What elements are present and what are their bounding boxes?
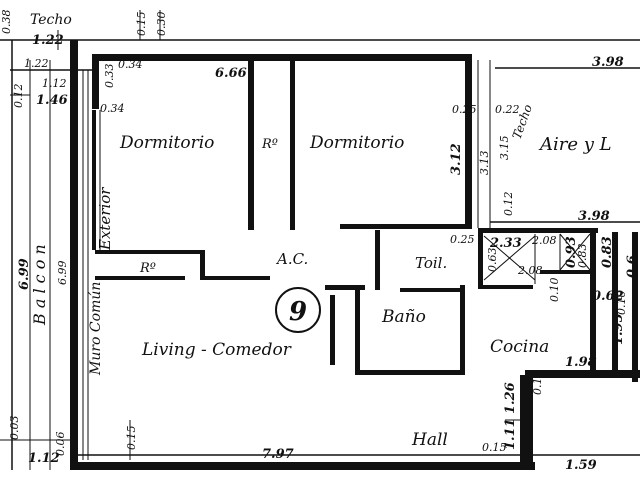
label-muro-comun: Muro Común <box>88 282 104 376</box>
dim-0-30: 0.30 <box>155 12 168 37</box>
walls <box>70 40 640 470</box>
dim-0-12-a: 0.12 <box>502 192 515 217</box>
dim-0-6: 0.6 <box>625 255 640 278</box>
dim-2-08-a: 2.08 <box>531 234 557 247</box>
dimension-texts: 6.66 3.98 3.98 3.12 3.13 3.15 2.33 2.08 … <box>0 10 640 474</box>
dim-0-83-b: 0.83 <box>600 236 615 268</box>
dim-1-95: 1.95 <box>611 313 626 345</box>
room-ac: A.C. <box>275 250 308 268</box>
dim-0-22: 0.22 <box>495 103 520 116</box>
dim-0-12-b: 0.12 <box>12 84 25 109</box>
dim-1-26: 1.26 <box>503 382 518 414</box>
dim-0-34-a: 0.34 <box>118 58 143 71</box>
dim-0-10-b: 0.10 <box>615 291 628 316</box>
dim-6-66: 6.66 <box>215 66 247 81</box>
area-aire-luz: Aire y L <box>538 134 612 155</box>
room-ropero-1: Rº <box>261 137 278 152</box>
dim-1-11: 1.11 <box>503 418 518 450</box>
dim-0-93: 0.93 <box>564 236 579 268</box>
dim-0-15-top: 0.15 <box>135 12 148 37</box>
dim-1-22-top: 1.22 <box>32 33 64 48</box>
dim-1-22-side: 1.22 <box>24 57 49 70</box>
dimension-lines <box>0 10 640 470</box>
dim-2-33: 2.33 <box>489 236 522 251</box>
dim-3-13: 3.13 <box>478 151 491 176</box>
dim-0-63: 0.63 <box>486 248 499 273</box>
dim-2-08-b: 2.08 <box>517 264 543 277</box>
dim-1-46: 1.46 <box>36 93 68 108</box>
room-bano: Baño <box>381 307 426 327</box>
room-cocina: Cocina <box>490 337 549 357</box>
dim-3-98-mid: 3.98 <box>578 209 610 224</box>
label-balcon: B a l c o n <box>30 244 49 326</box>
unit-badge: 9 <box>275 287 321 333</box>
room-dormitorio-left: Dormitorio <box>119 133 214 153</box>
dim-0-38: 0.38 <box>0 10 13 35</box>
dim-6-99-a: 6.99 <box>17 258 32 290</box>
dim-0-25-b: 0.25 <box>450 233 475 246</box>
room-living: Living - Comedor <box>141 340 292 360</box>
dim-0-10-a: 0.10 <box>548 278 561 303</box>
dim-3-12: 3.12 <box>449 143 464 175</box>
room-ropero-2: Rº <box>139 261 156 276</box>
room-hall: Hall <box>411 430 448 450</box>
dim-0-62: 0.62 <box>592 289 624 304</box>
dim-0-15-hall: 0.15 <box>531 371 544 396</box>
dim-6-99-b: 6.99 <box>56 261 69 286</box>
dim-3-15: 3.15 <box>498 136 511 161</box>
window-lines <box>82 60 591 460</box>
dim-7-97: 7.97 <box>262 447 294 462</box>
dim-0-06: 0.06 <box>54 432 67 457</box>
unit-number: 9 <box>289 297 307 327</box>
label-techo-top: Techo <box>30 12 72 28</box>
dim-3-98-top: 3.98 <box>592 55 624 70</box>
dim-0-03: 0.03 <box>8 416 21 441</box>
label-exterior: Exterior <box>96 187 114 251</box>
dim-0-25-a: 0.25 <box>452 103 477 116</box>
room-dormitorio-right: Dormitorio <box>309 133 404 153</box>
dim-0-83-a: 0.83 <box>576 244 589 269</box>
dim-0-15-hall-b: 0.15 <box>482 441 507 454</box>
dim-1-12-top: 1.12 <box>42 77 67 90</box>
dim-0-34-b: 0.34 <box>100 102 125 115</box>
dim-1-98: 1.98 <box>565 355 597 370</box>
dim-1-59: 1.59 <box>565 458 597 473</box>
room-toilette: Toil. <box>415 254 447 272</box>
dim-0-33: 0.33 <box>103 64 116 89</box>
dim-1-12-bottom: 1.12 <box>28 451 60 466</box>
dim-0-15-bottom: 0.15 <box>125 426 138 451</box>
room-labels: Dormitorio Dormitorio Rº Rº A.C. Toil. B… <box>30 12 612 450</box>
